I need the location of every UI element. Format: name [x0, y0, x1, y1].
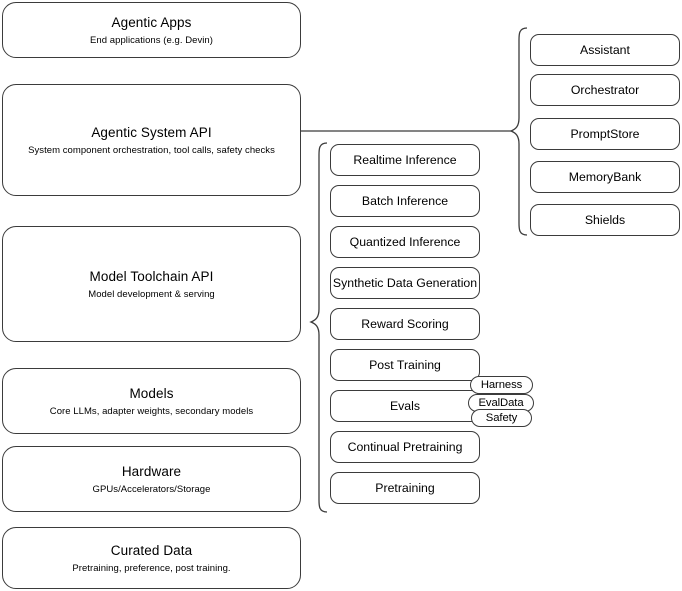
evals-badge-label: EvalData	[478, 397, 524, 409]
component-label: Orchestrator	[570, 83, 640, 97]
layer-title: Model Toolchain API	[89, 268, 214, 284]
evals-badge-label: Harness	[480, 379, 523, 391]
capability-label: Synthetic Data Generation	[332, 276, 478, 290]
capability-box-realtime-inference[interactable]: Realtime Inference	[330, 144, 480, 176]
capability-label: Evals	[389, 399, 421, 413]
capability-label: Realtime Inference	[353, 153, 457, 167]
layer-title: Models	[129, 385, 174, 401]
layer-subtitle: End applications (e.g. Devin)	[90, 34, 213, 46]
evals-badge-label: Safety	[485, 412, 518, 424]
layer-box-hardware[interactable]: Hardware GPUs/Accelerators/Storage	[2, 446, 301, 512]
layer-title: Hardware	[121, 463, 182, 479]
brace-toolchain-capabilities	[309, 142, 328, 513]
layer-box-agentic-system-api[interactable]: Agentic System API System component orch…	[2, 84, 301, 196]
capability-label: Continual Pretraining	[347, 440, 463, 454]
component-box-shields[interactable]: Shields	[530, 204, 680, 236]
capability-box-batch-inference[interactable]: Batch Inference	[330, 185, 480, 217]
component-label: Assistant	[580, 43, 630, 57]
evals-badge-harness[interactable]: Harness	[470, 376, 533, 394]
component-box-orchestrator[interactable]: Orchestrator	[530, 74, 680, 106]
layer-subtitle: Pretraining, preference, post training.	[72, 562, 231, 574]
evals-badge-safety[interactable]: Safety	[471, 409, 532, 427]
component-box-promptstore[interactable]: PromptStore	[530, 118, 680, 150]
capability-label: Batch Inference	[361, 194, 449, 208]
layer-title: Agentic System API	[91, 124, 212, 140]
capability-box-quantized-inference[interactable]: Quantized Inference	[330, 226, 480, 258]
layer-title: Agentic Apps	[111, 14, 192, 30]
layer-subtitle: Core LLMs, adapter weights, secondary mo…	[49, 405, 254, 417]
layer-subtitle: GPUs/Accelerators/Storage	[92, 483, 211, 495]
capability-label: Post Training	[369, 358, 441, 372]
capability-box-post-training[interactable]: Post Training	[330, 349, 480, 381]
layer-box-agentic-apps[interactable]: Agentic Apps End applications (e.g. Devi…	[2, 2, 301, 58]
layer-title: Curated Data	[110, 542, 193, 558]
brace-system-components	[509, 27, 528, 236]
capability-box-synthetic-data-generation[interactable]: Synthetic Data Generation	[330, 267, 480, 299]
capability-box-evals[interactable]: Evals	[330, 390, 480, 422]
component-box-assistant[interactable]: Assistant	[530, 34, 680, 66]
layer-box-curated-data[interactable]: Curated Data Pretraining, preference, po…	[2, 527, 301, 589]
capability-label: Reward Scoring	[361, 317, 449, 331]
component-box-memorybank[interactable]: MemoryBank	[530, 161, 680, 193]
capability-label: Quantized Inference	[349, 235, 461, 249]
layer-box-models[interactable]: Models Core LLMs, adapter weights, secon…	[2, 368, 301, 434]
component-label: MemoryBank	[568, 170, 642, 184]
component-label: Shields	[584, 213, 626, 227]
layer-subtitle: Model development & serving	[88, 288, 215, 300]
component-label: PromptStore	[570, 127, 640, 141]
capability-box-pretraining[interactable]: Pretraining	[330, 472, 480, 504]
capability-box-continual-pretraining[interactable]: Continual Pretraining	[330, 431, 480, 463]
capability-label: Pretraining	[375, 481, 435, 495]
layer-subtitle: System component orchestration, tool cal…	[28, 144, 275, 156]
capability-box-reward-scoring[interactable]: Reward Scoring	[330, 308, 480, 340]
layer-box-model-toolchain-api[interactable]: Model Toolchain API Model development & …	[2, 226, 301, 342]
